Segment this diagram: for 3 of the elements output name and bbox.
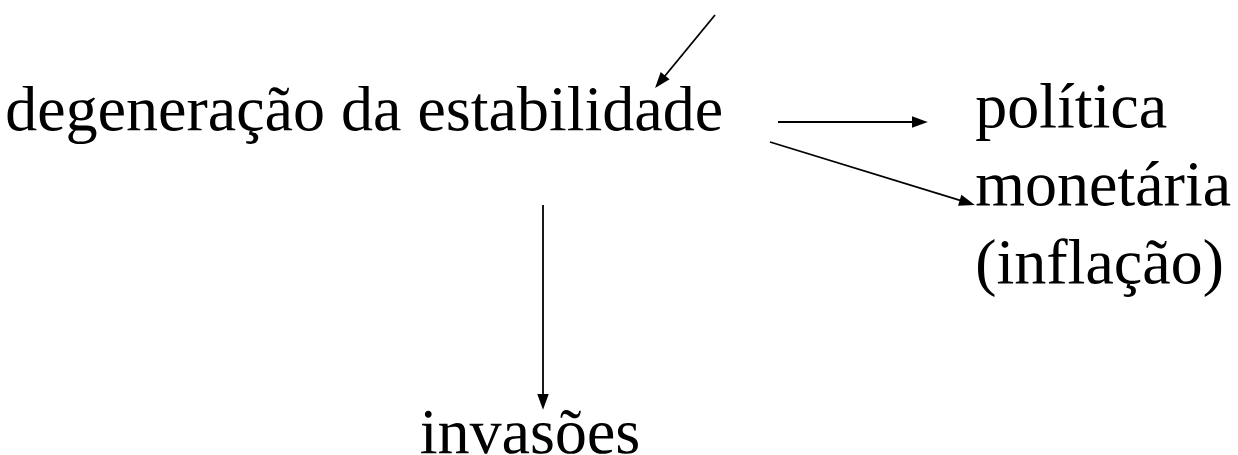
node-text: invasões <box>421 410 638 454</box>
node-text: política monetária (inflação) <box>976 82 1231 298</box>
node-text: degeneração da estabilidade <box>7 85 721 145</box>
